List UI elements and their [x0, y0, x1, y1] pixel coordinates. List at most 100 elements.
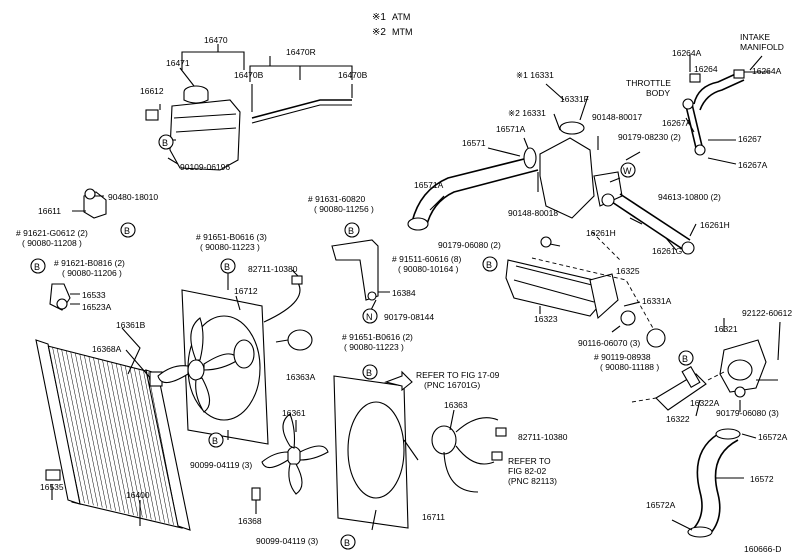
label-16267A-b: 16267A [738, 160, 768, 170]
label-90119-08938: # 90119-08938 [594, 352, 651, 362]
label-16523A: 16523A [82, 302, 112, 312]
label-90109-06196: 90109-06196 [180, 162, 230, 172]
pipe-16261G [611, 201, 685, 251]
svg-text:B: B [224, 262, 230, 272]
label-16470: 16470 [204, 35, 228, 45]
radiator-fin-line [138, 369, 170, 524]
label-16470B-a: 16470B [234, 70, 264, 80]
label-pnc-82113: (PNC 82113) [508, 476, 557, 486]
label-16331-mtm: ※2 16331 [508, 108, 546, 118]
clamp-16264A-a [689, 73, 701, 83]
svg-text:B: B [682, 354, 688, 364]
label-90080-11206: ( 90080-11206 ) [62, 268, 122, 278]
svg-text:B: B [366, 368, 372, 378]
label-16571A-a: 16571A [496, 124, 526, 134]
reservoir-hose [251, 99, 352, 119]
cushion-16523A [56, 298, 68, 310]
bushing-16368 [251, 487, 261, 501]
svg-text:W: W [623, 166, 632, 176]
radiator-fin-line [115, 363, 148, 519]
clamp-16572A-a [715, 428, 741, 440]
radiator-fin-line [102, 360, 134, 516]
figure-code: 160666-D [744, 544, 781, 554]
label-16264: 16264 [694, 64, 718, 74]
clamp-90179-08144 [367, 291, 377, 301]
label-manifold: MANIFOLD [740, 42, 784, 52]
label-pnc-16701g: (PNC 16701G) [424, 380, 480, 390]
marker-b-91631: B [344, 222, 360, 238]
radiator-fin-line [65, 350, 99, 507]
connector-82113 [491, 451, 503, 461]
label-body: BODY [646, 88, 670, 98]
clamp-16261H-b [681, 241, 695, 255]
label-16361B: 16361B [116, 320, 146, 330]
label-90480-18010: 90480-18010 [108, 192, 158, 202]
clamp-16572A-b [687, 526, 713, 538]
radiator-fin-line [106, 361, 139, 517]
water-inlet-group [631, 318, 781, 417]
label-16261H-b: 16261H [700, 220, 730, 230]
legend: ※1 ATM ※2 MTM [372, 12, 413, 38]
svg-text:B: B [162, 138, 168, 148]
svg-text:B: B [486, 260, 492, 270]
label-90116-06070: 90116-06070 (3) [578, 338, 640, 348]
o-ring-16322A [681, 365, 701, 389]
label-91631-60820: # 91631-60820 [308, 194, 365, 204]
label-90099-04119-b: 90099-04119 (3) [256, 536, 318, 546]
clamp-16571A-b [407, 217, 429, 231]
label-16331-atm: ※1 16331 [516, 70, 554, 80]
upper-hose-group [407, 83, 697, 255]
label-16322A: 16322A [690, 398, 720, 408]
label-16571: 16571 [462, 138, 486, 148]
motor-1 [233, 339, 255, 369]
label-90080-11223-a: ( 90080-11223 ) [200, 242, 260, 252]
drain-cock [45, 469, 61, 481]
legend-mtm-label: MTM [392, 27, 413, 37]
motor-16363A [287, 329, 313, 351]
marker-b-90119: B [678, 350, 694, 366]
label-16361: 16361 [282, 408, 306, 418]
label-82711-10380-a: 82711-10380 [248, 264, 298, 274]
label-fig-82-02: FIG 82-02 [508, 466, 547, 476]
radiator-fin-line [134, 368, 165, 523]
label-16267A-a: 16267A [662, 118, 692, 128]
legend-atm-label: ATM [392, 12, 410, 22]
label-16572: 16572 [750, 474, 774, 484]
radiator-fin-line [129, 367, 161, 522]
marker-w-94613: W [620, 162, 636, 178]
label-16363: 16363 [444, 400, 468, 410]
radiator-fin-line [79, 354, 112, 510]
label-16612: 16612 [140, 86, 164, 96]
label-16711: 16711 [422, 512, 445, 522]
label-90179-08144: 90179-08144 [384, 312, 434, 322]
label-16470R: 16470R [286, 47, 316, 57]
marker-b-91621-2: B [30, 258, 46, 274]
radiator-fin-line [70, 351, 103, 508]
radiator-fin-line [75, 353, 107, 509]
legend-mtm-mark: ※2 [372, 27, 386, 38]
label-16261G: 16261G [652, 246, 682, 256]
connector-82711-b [495, 427, 507, 437]
label-16325: 16325 [616, 266, 640, 276]
outlet-cap-16331F [559, 121, 585, 135]
svg-text:B: B [124, 226, 130, 236]
svg-text:N: N [366, 312, 373, 322]
radiator-16400 [35, 327, 191, 531]
label-16323: 16323 [534, 314, 558, 324]
fan-16361B [157, 317, 239, 413]
radiator-fin-line [88, 356, 121, 512]
label-16611: 16611 [38, 206, 61, 216]
marker-b-91621-1: B [120, 222, 136, 238]
svg-text:B: B [212, 436, 218, 446]
label-16572A-b: 16572A [646, 500, 676, 510]
radiator-fin-line [47, 345, 81, 503]
label-16264A-b: 16264A [752, 66, 782, 76]
fan-shroud-16712 [157, 269, 313, 445]
water-inlet-housing-16323 [505, 231, 666, 348]
label-90179-08230: 90179-08230 (2) [618, 132, 681, 142]
marker-b-90099-b: B [340, 534, 356, 550]
marker-b-91511: B [482, 256, 498, 272]
label-refer-to: REFER TO [508, 456, 551, 466]
radiator-fin-line [52, 347, 85, 504]
marker-b-90099-a: B [208, 432, 224, 448]
